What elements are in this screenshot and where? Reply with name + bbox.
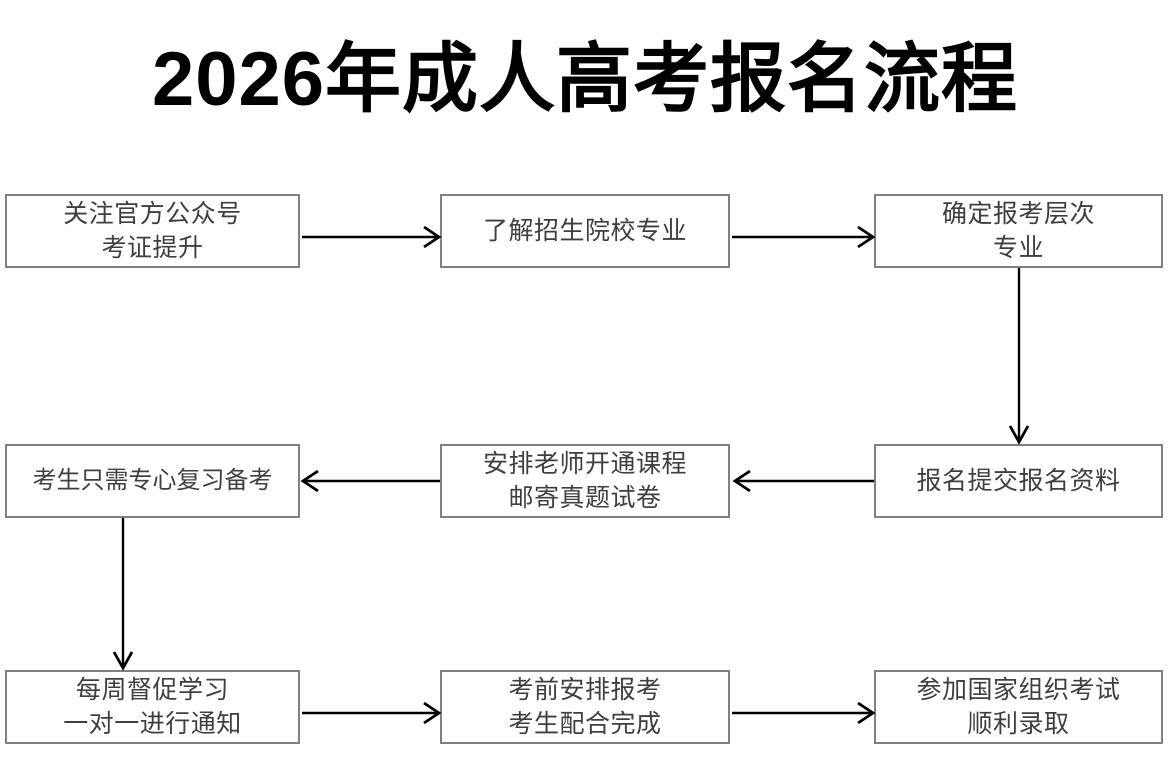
flow-node-submit-application-materials[interactable]: 报名提交报名资料 bbox=[874, 444, 1163, 518]
node-text-line: 顺利录取 bbox=[967, 710, 1070, 738]
node-text-line: 参加国家组织考试 bbox=[916, 676, 1121, 704]
arrow-node8-to-node9 bbox=[732, 701, 876, 727]
node-text-line: 一对一进行通知 bbox=[63, 710, 242, 738]
arrow-node3-to-node6 bbox=[1006, 268, 1032, 446]
node-text-line: 专业 bbox=[992, 234, 1044, 262]
flow-node-follow-official-account[interactable]: 关注官方公众号 考证提升 bbox=[5, 194, 300, 268]
node-text-line: 关注官方公众号 bbox=[63, 200, 242, 228]
flow-node-confirm-level-major[interactable]: 确定报考层次 专业 bbox=[874, 194, 1163, 268]
node-text-line: 考生只需专心复习备考 bbox=[32, 467, 273, 494]
flow-node-take-national-exam[interactable]: 参加国家组织考试 顺利录取 bbox=[874, 670, 1163, 744]
node-text-line: 考生配合完成 bbox=[508, 710, 662, 738]
page-title: 2026年成人高考报名流程 bbox=[151, 37, 1019, 122]
flow-node-pre-exam-registration[interactable]: 考前安排报考 考生配合完成 bbox=[440, 670, 730, 744]
arrow-node2-to-node3 bbox=[732, 225, 876, 251]
arrow-node4-to-node7 bbox=[110, 518, 136, 672]
arrow-node1-to-node2 bbox=[302, 225, 442, 251]
arrow-node5-to-node4 bbox=[300, 469, 442, 495]
node-text-line: 安排老师开通课程 bbox=[482, 450, 687, 478]
flow-node-focus-on-review[interactable]: 考生只需专心复习备考 bbox=[5, 444, 300, 518]
flow-node-teacher-opens-course[interactable]: 安排老师开通课程 邮寄真题试卷 bbox=[440, 444, 730, 518]
node-text-line: 考证提升 bbox=[101, 234, 204, 262]
arrow-node6-to-node5 bbox=[732, 469, 876, 495]
node-text-line: 了解招生院校专业 bbox=[482, 217, 687, 245]
arrow-node7-to-node8 bbox=[302, 701, 442, 727]
node-text-line: 考前安排报考 bbox=[508, 676, 662, 704]
node-text-line: 确定报考层次 bbox=[941, 200, 1095, 228]
node-text-line: 报名提交报名资料 bbox=[916, 467, 1121, 495]
node-text-line: 每周督促学习 bbox=[75, 676, 229, 704]
flow-node-weekly-study-supervision[interactable]: 每周督促学习 一对一进行通知 bbox=[5, 670, 300, 744]
flow-node-learn-schools-majors[interactable]: 了解招生院校专业 bbox=[440, 194, 730, 268]
node-text-line: 邮寄真题试卷 bbox=[508, 484, 662, 512]
